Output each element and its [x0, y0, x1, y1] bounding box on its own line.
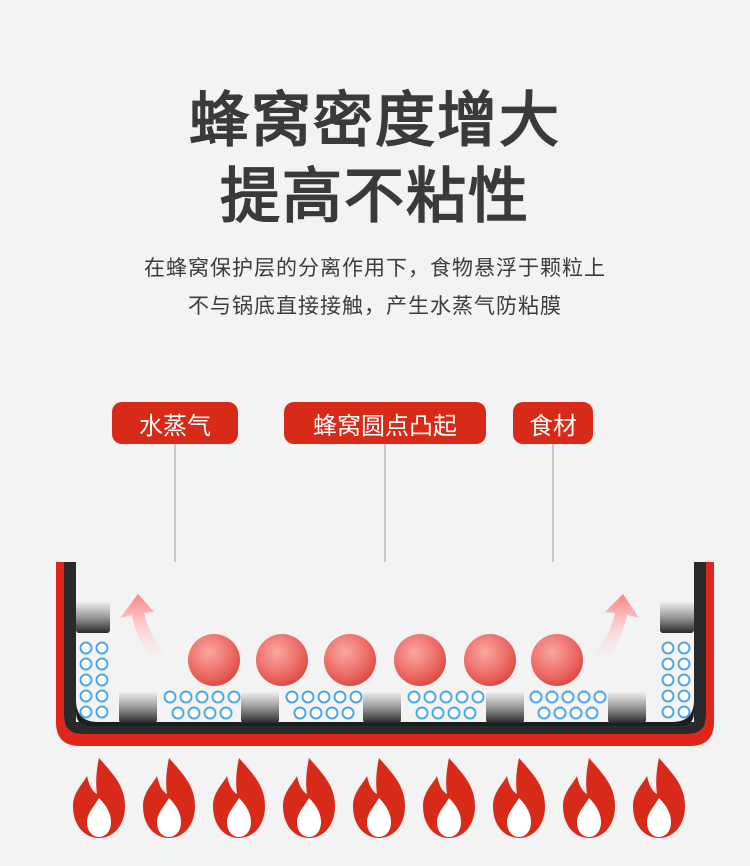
steam-bubble: [593, 690, 607, 704]
steam-bubble: [661, 705, 675, 719]
steam-arrow-icon: [120, 594, 172, 672]
label-honeycomb-dots: 蜂窝圆点凸起: [284, 402, 486, 444]
steam-bubble: [203, 706, 217, 720]
food-ball: [464, 634, 516, 686]
steam-bubble: [677, 689, 691, 703]
steam-bubble: [309, 706, 323, 720]
headline-line-1: 蜂窝密度增大: [189, 86, 561, 156]
food-ball: [324, 634, 376, 686]
steam-bubble: [455, 690, 469, 704]
steam-bubble: [301, 690, 315, 704]
steam-bubble: [171, 706, 185, 720]
steam-bubble: [561, 690, 575, 704]
steam-bubble: [661, 657, 675, 671]
steam-bubble: [545, 690, 559, 704]
steam-bubble-group: [79, 641, 691, 720]
steam-bubble: [179, 690, 193, 704]
headline-line-2: 提高不粘性: [220, 162, 530, 232]
steam-bubble: [95, 705, 109, 719]
steam-bubble: [415, 706, 429, 720]
steam-bubble: [447, 706, 461, 720]
steam-bubble: [537, 706, 551, 720]
steam-bubble: [187, 706, 201, 720]
steam-bubble: [95, 657, 109, 671]
steam-bubble: [677, 657, 691, 671]
steam-bubble: [661, 689, 675, 703]
subtitle-line-2: 不与锅底直接接触，产生水蒸气防粘膜: [188, 294, 562, 318]
flame-row: [73, 758, 685, 838]
steam-bubble: [163, 690, 177, 704]
steam-bubble: [431, 706, 445, 720]
steam-bubble: [95, 641, 109, 655]
steam-bubble: [317, 690, 331, 704]
steam-bubble: [529, 690, 543, 704]
flame-icon: [423, 758, 475, 838]
honeycomb-block: [241, 691, 279, 723]
honeycomb-block: [119, 691, 157, 723]
honeycomb-block: [76, 601, 110, 633]
steam-bubble: [577, 690, 591, 704]
flame-icon: [213, 758, 265, 838]
steam-bubble: [79, 705, 93, 719]
steam-bubble: [95, 673, 109, 687]
steam-bubble: [407, 690, 421, 704]
steam-bubble: [661, 673, 675, 687]
food-ball: [394, 634, 446, 686]
steam-bubble: [471, 690, 485, 704]
steam-bubble: [585, 706, 599, 720]
steam-bubble: [677, 705, 691, 719]
steam-bubble: [677, 641, 691, 655]
honeycomb-block: [660, 601, 694, 633]
steam-bubble: [227, 690, 241, 704]
steam-bubble: [333, 690, 347, 704]
flame-icon: [493, 758, 545, 838]
food-ball-group: [188, 634, 583, 686]
pan-inner-bottom: [76, 700, 694, 726]
label-food: 食材: [513, 402, 593, 444]
steam-arrow-icon: [588, 594, 639, 672]
steam-bubble: [341, 706, 355, 720]
steam-bubble: [463, 706, 477, 720]
flame-icon: [73, 758, 125, 838]
flame-icon: [633, 758, 685, 838]
steam-bubble: [219, 706, 233, 720]
food-ball: [188, 634, 240, 686]
flame-icon: [283, 758, 335, 838]
honeycomb-block: [363, 691, 401, 723]
steam-bubble: [211, 690, 225, 704]
honeycomb-block: [608, 691, 646, 723]
honeycomb-block: [486, 691, 524, 723]
steam-bubble: [79, 641, 93, 655]
steam-bubble: [293, 706, 307, 720]
steam-bubble: [79, 689, 93, 703]
steam-bubble: [553, 706, 567, 720]
flame-icon: [353, 758, 405, 838]
flame-icon: [143, 758, 195, 838]
steam-bubble: [677, 673, 691, 687]
label-steam: 水蒸气: [112, 402, 238, 444]
subtitle-line-1: 在蜂窝保护层的分离作用下，食物悬浮于颗粒上: [144, 256, 606, 280]
steam-bubble: [79, 673, 93, 687]
steam-bubble: [285, 690, 299, 704]
steam-bubble: [569, 706, 583, 720]
steam-bubble: [325, 706, 339, 720]
food-ball: [531, 634, 583, 686]
steam-bubble: [439, 690, 453, 704]
steam-bubble: [95, 689, 109, 703]
flame-icon: [563, 758, 615, 838]
food-ball: [256, 634, 308, 686]
honeycomb-block-group: [76, 601, 694, 723]
steam-bubble: [423, 690, 437, 704]
steam-bubble: [349, 690, 363, 704]
steam-bubble: [79, 657, 93, 671]
steam-bubble: [195, 690, 209, 704]
steam-bubble: [661, 641, 675, 655]
